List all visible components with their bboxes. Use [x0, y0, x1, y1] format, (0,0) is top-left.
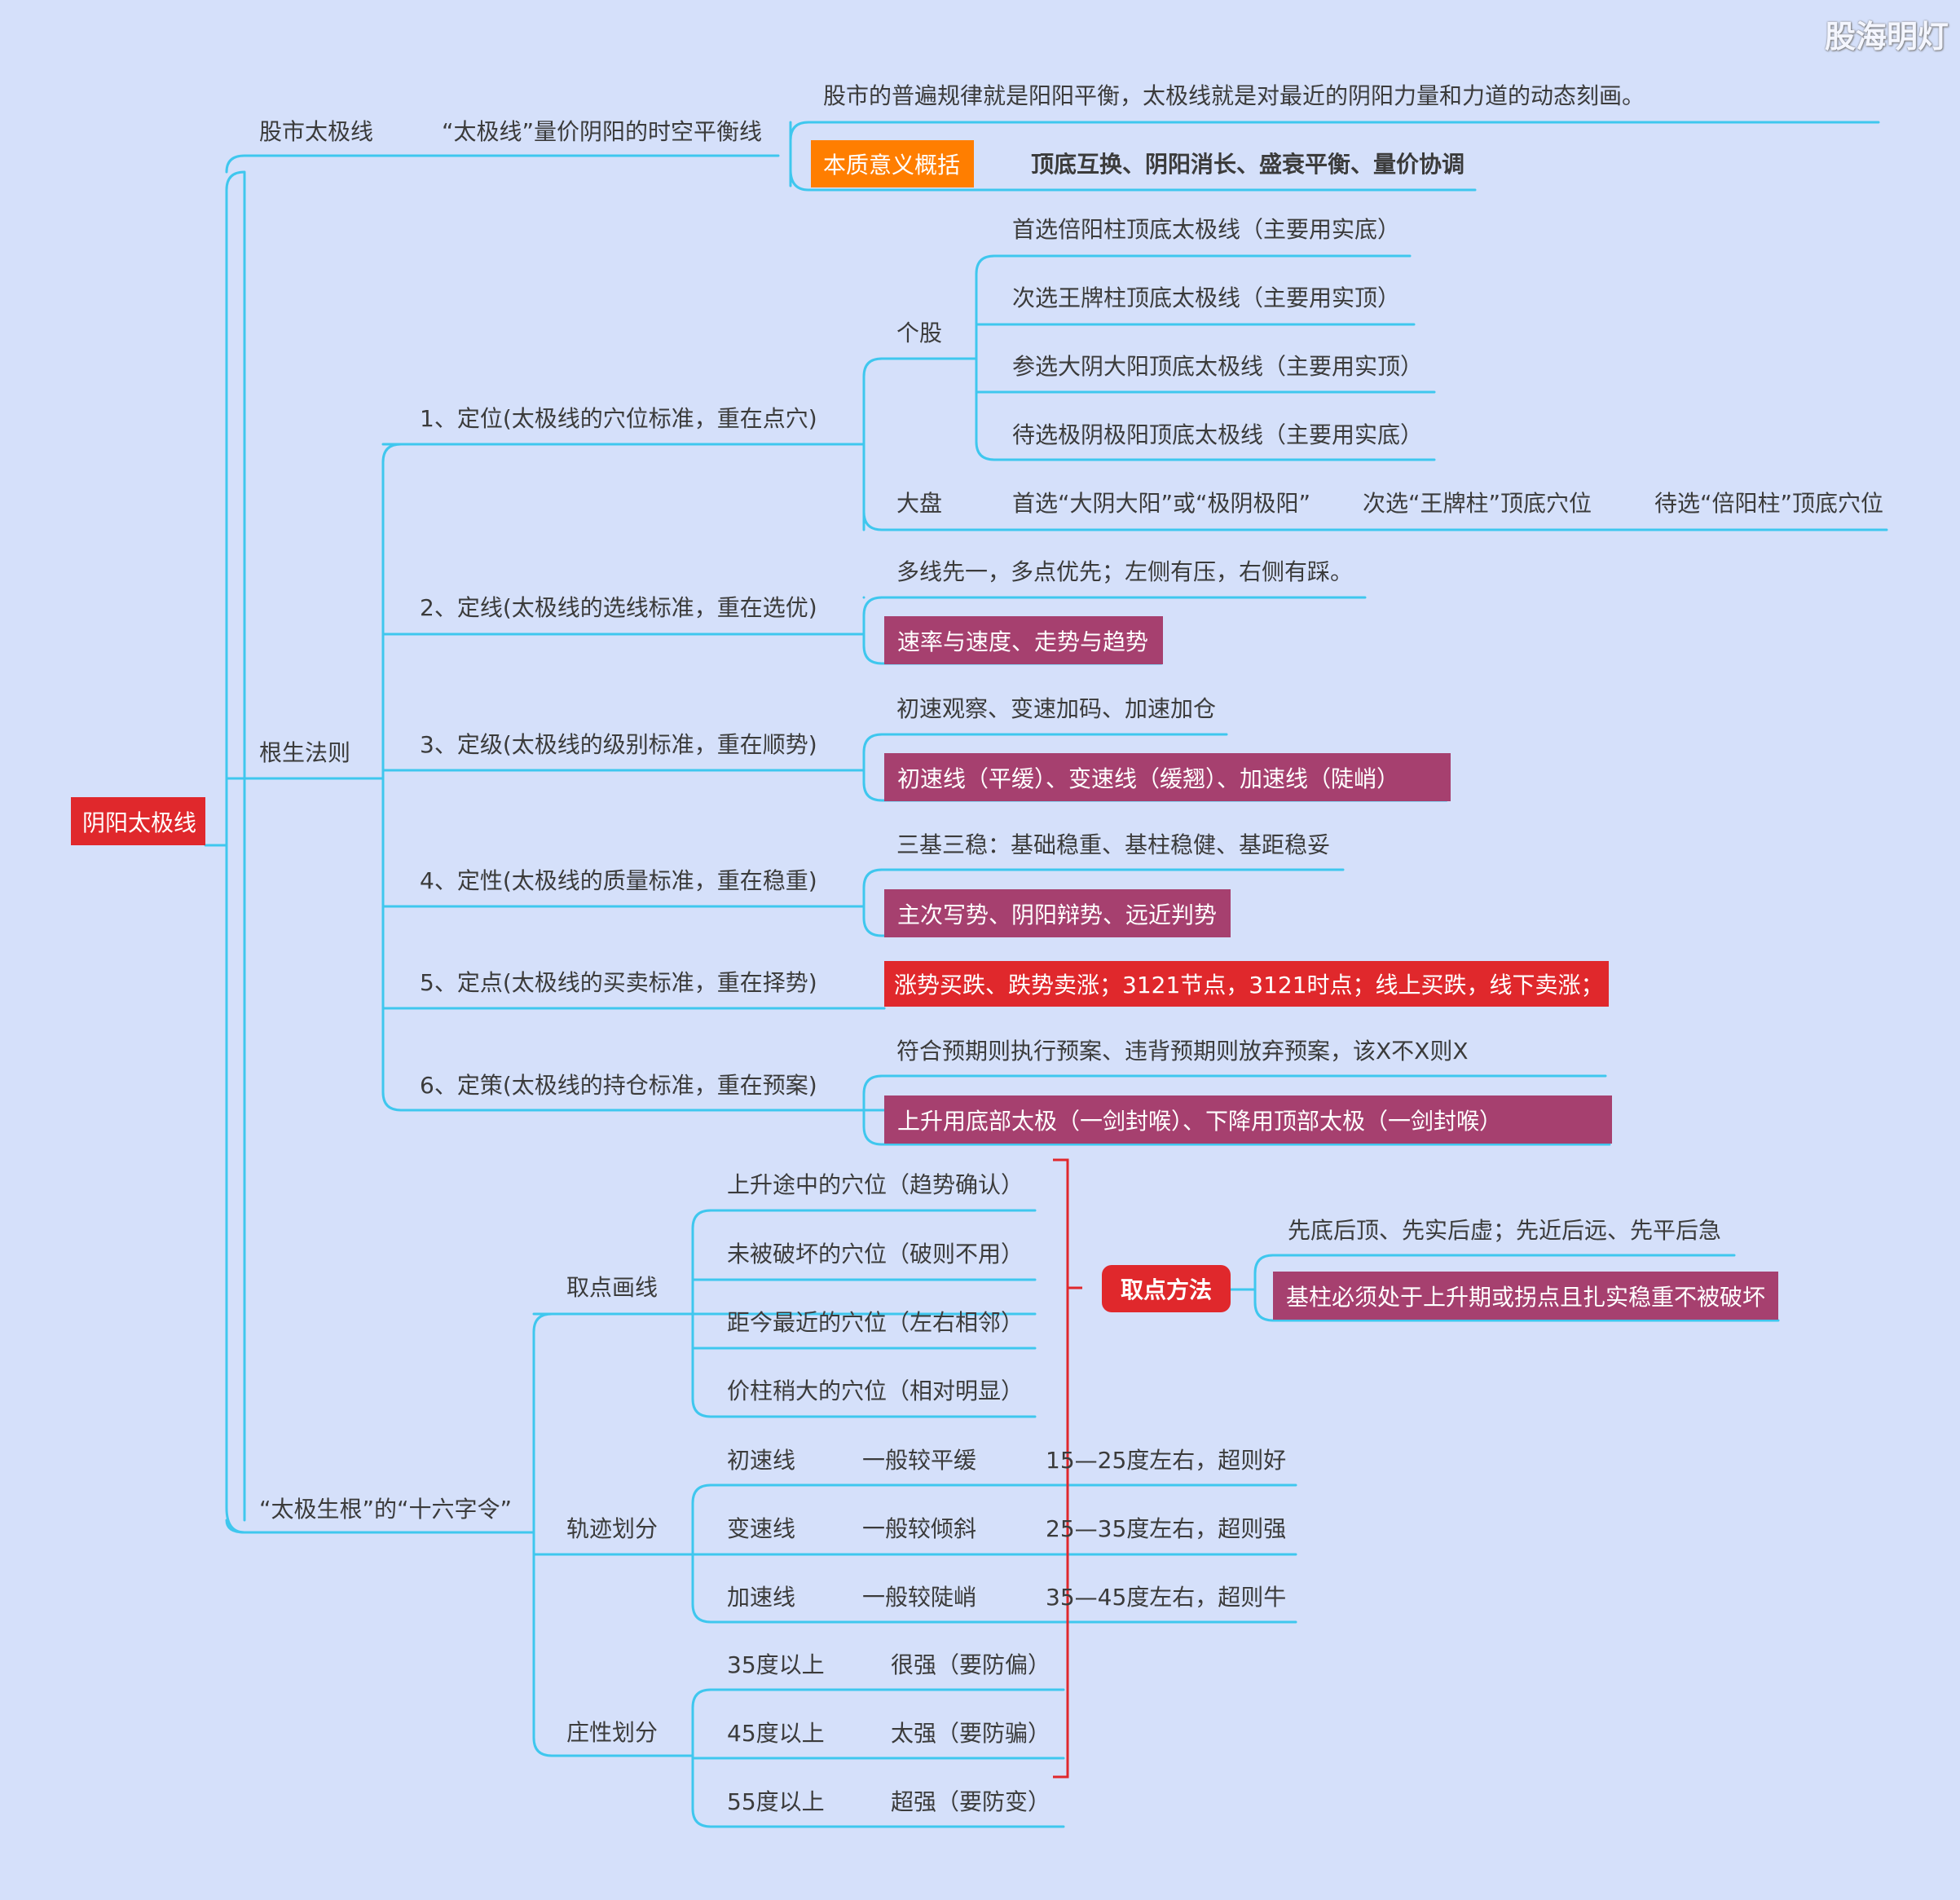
stock-item-3[interactable]: 参选大阴大阳顶底太极线（主要用实顶） — [1012, 353, 1424, 380]
traj-row-3-slope[interactable]: 一般较陡峭 — [862, 1584, 977, 1611]
traj-row-1-name[interactable]: 初速线 — [727, 1447, 796, 1474]
branch-sixteen-words[interactable]: “太极生根”的“十六字令” — [259, 1496, 513, 1523]
market-item-2[interactable]: 次选“王牌柱”顶底穴位 — [1363, 490, 1592, 517]
stock-item-4[interactable]: 待选极阴极阳顶底太极线（主要用实底） — [1012, 421, 1424, 448]
rule-5-tag[interactable]: 涨势买跌、跌势卖涨；3121节点，3121时点；线上买跌，线下卖涨； — [884, 961, 1609, 1007]
rule-6-strategy[interactable]: 6、定策(太极线的持仓标准，重在预案) — [420, 1072, 817, 1099]
dealer-row-3-angle[interactable]: 55度以上 — [727, 1788, 825, 1815]
group-trajectory[interactable]: 轨迹划分 — [566, 1515, 658, 1542]
watermark: 股海明灯 — [1824, 19, 1949, 55]
rule-5-point[interactable]: 5、定点(太极线的买卖标准，重在择势) — [420, 969, 817, 996]
stock-taiji-description[interactable]: 股市的普遍规律就是阳阳平衡，太极线就是对最近的阴阳力量和力道的动态刻画。 — [823, 82, 1645, 109]
group-point-drawing[interactable]: 取点画线 — [566, 1274, 658, 1301]
market-item-3[interactable]: 待选“倍阳柱”顶底穴位 — [1654, 490, 1884, 517]
rule-4-text[interactable]: 三基三稳：基础稳重、基柱稳健、基距稳妥 — [896, 831, 1331, 858]
branch-root-rules[interactable]: 根生法则 — [259, 739, 351, 766]
dealer-row-2-angle[interactable]: 45度以上 — [727, 1720, 825, 1747]
stock-taiji-definition[interactable]: “太极线”量价阴阳的时空平衡线 — [442, 118, 763, 145]
rule-4-quality[interactable]: 4、定性(太极线的质量标准，重在稳重) — [420, 867, 817, 894]
traj-row-1-slope[interactable]: 一般较平缓 — [862, 1447, 977, 1474]
dealer-row-2-desc[interactable]: 太强（要防骗） — [891, 1720, 1051, 1747]
method-tag[interactable]: 基柱必须处于上升期或拐点且扎实稳重不被破坏 — [1273, 1272, 1778, 1320]
rule-1-market[interactable]: 大盘 — [896, 490, 943, 517]
method-node[interactable]: 取点方法 — [1102, 1265, 1231, 1312]
dealer-row-1-desc[interactable]: 很强（要防偏） — [891, 1651, 1051, 1678]
dealer-row-3-desc[interactable]: 超强（要防变） — [891, 1788, 1051, 1815]
traj-row-2-name[interactable]: 变速线 — [727, 1515, 796, 1542]
stock-item-1[interactable]: 首选倍阳柱顶底太极线（主要用实底） — [1012, 216, 1401, 243]
rule-1-positioning[interactable]: 1、定位(太极线的穴位标准，重在点穴) — [420, 405, 817, 432]
rule-2-tag[interactable]: 速率与速度、走势与趋势 — [884, 616, 1163, 664]
essence-text[interactable]: 顶底互换、阴阳消长、盛衰平衡、量价协调 — [1031, 151, 1465, 178]
point-item-3[interactable]: 距今最近的穴位（左右相邻） — [727, 1309, 1024, 1336]
rule-2-line-selection[interactable]: 2、定线(太极线的选线标准，重在选优) — [420, 594, 817, 621]
method-text[interactable]: 先底后顶、先实后虚；先近后远、先平后急 — [1288, 1217, 1722, 1244]
rule-3-text[interactable]: 初速观察、变速加码、加速加仓 — [896, 695, 1217, 722]
point-item-2[interactable]: 未被破坏的穴位（破则不用） — [727, 1241, 1024, 1267]
traj-row-2-slope[interactable]: 一般较倾斜 — [862, 1515, 977, 1542]
point-item-1[interactable]: 上升途中的穴位（趋势确认） — [727, 1171, 1024, 1198]
rule-6-tag[interactable]: 上升用底部太极（一剑封喉）、下降用顶部太极（一剑封喉） — [884, 1095, 1612, 1144]
rule-6-text[interactable]: 符合预期则执行预案、违背预期则放弃预案，该X不X则X — [896, 1038, 1469, 1065]
traj-row-3-angle[interactable]: 35—45度左右，超则牛 — [1046, 1584, 1287, 1611]
rule-3-tag[interactable]: 初速线（平缓）、变速线（缓翘）、加速线（陡峭） — [884, 753, 1451, 801]
dealer-row-1-angle[interactable]: 35度以上 — [727, 1651, 825, 1678]
stock-item-2[interactable]: 次选王牌柱顶底太极线（主要用实顶） — [1012, 284, 1401, 311]
branch-stock-taiji[interactable]: 股市太极线 — [259, 118, 374, 145]
rule-2-text[interactable]: 多线先一，多点优先；左侧有压，右侧有踩。 — [896, 558, 1354, 585]
traj-row-3-name[interactable]: 加速线 — [727, 1584, 796, 1611]
group-dealer-nature[interactable]: 庄性划分 — [566, 1719, 658, 1746]
essence-tag[interactable]: 本质意义概括 — [811, 140, 974, 187]
traj-row-2-angle[interactable]: 25—35度左右，超则强 — [1046, 1515, 1287, 1542]
point-item-4[interactable]: 价柱稍大的穴位（相对明显） — [727, 1378, 1024, 1404]
rule-1-stock[interactable]: 个股 — [896, 320, 943, 346]
traj-row-1-angle[interactable]: 15—25度左右，超则好 — [1046, 1447, 1287, 1474]
rule-3-level[interactable]: 3、定级(太极线的级别标准，重在顺势) — [420, 731, 817, 758]
market-item-1[interactable]: 首选“大阴大阳”或“极阴极阳” — [1012, 490, 1311, 517]
rule-4-tag[interactable]: 主次写势、阴阳辩势、远近判势 — [884, 889, 1231, 937]
root-node[interactable]: 阴阳太极线 — [71, 797, 205, 845]
